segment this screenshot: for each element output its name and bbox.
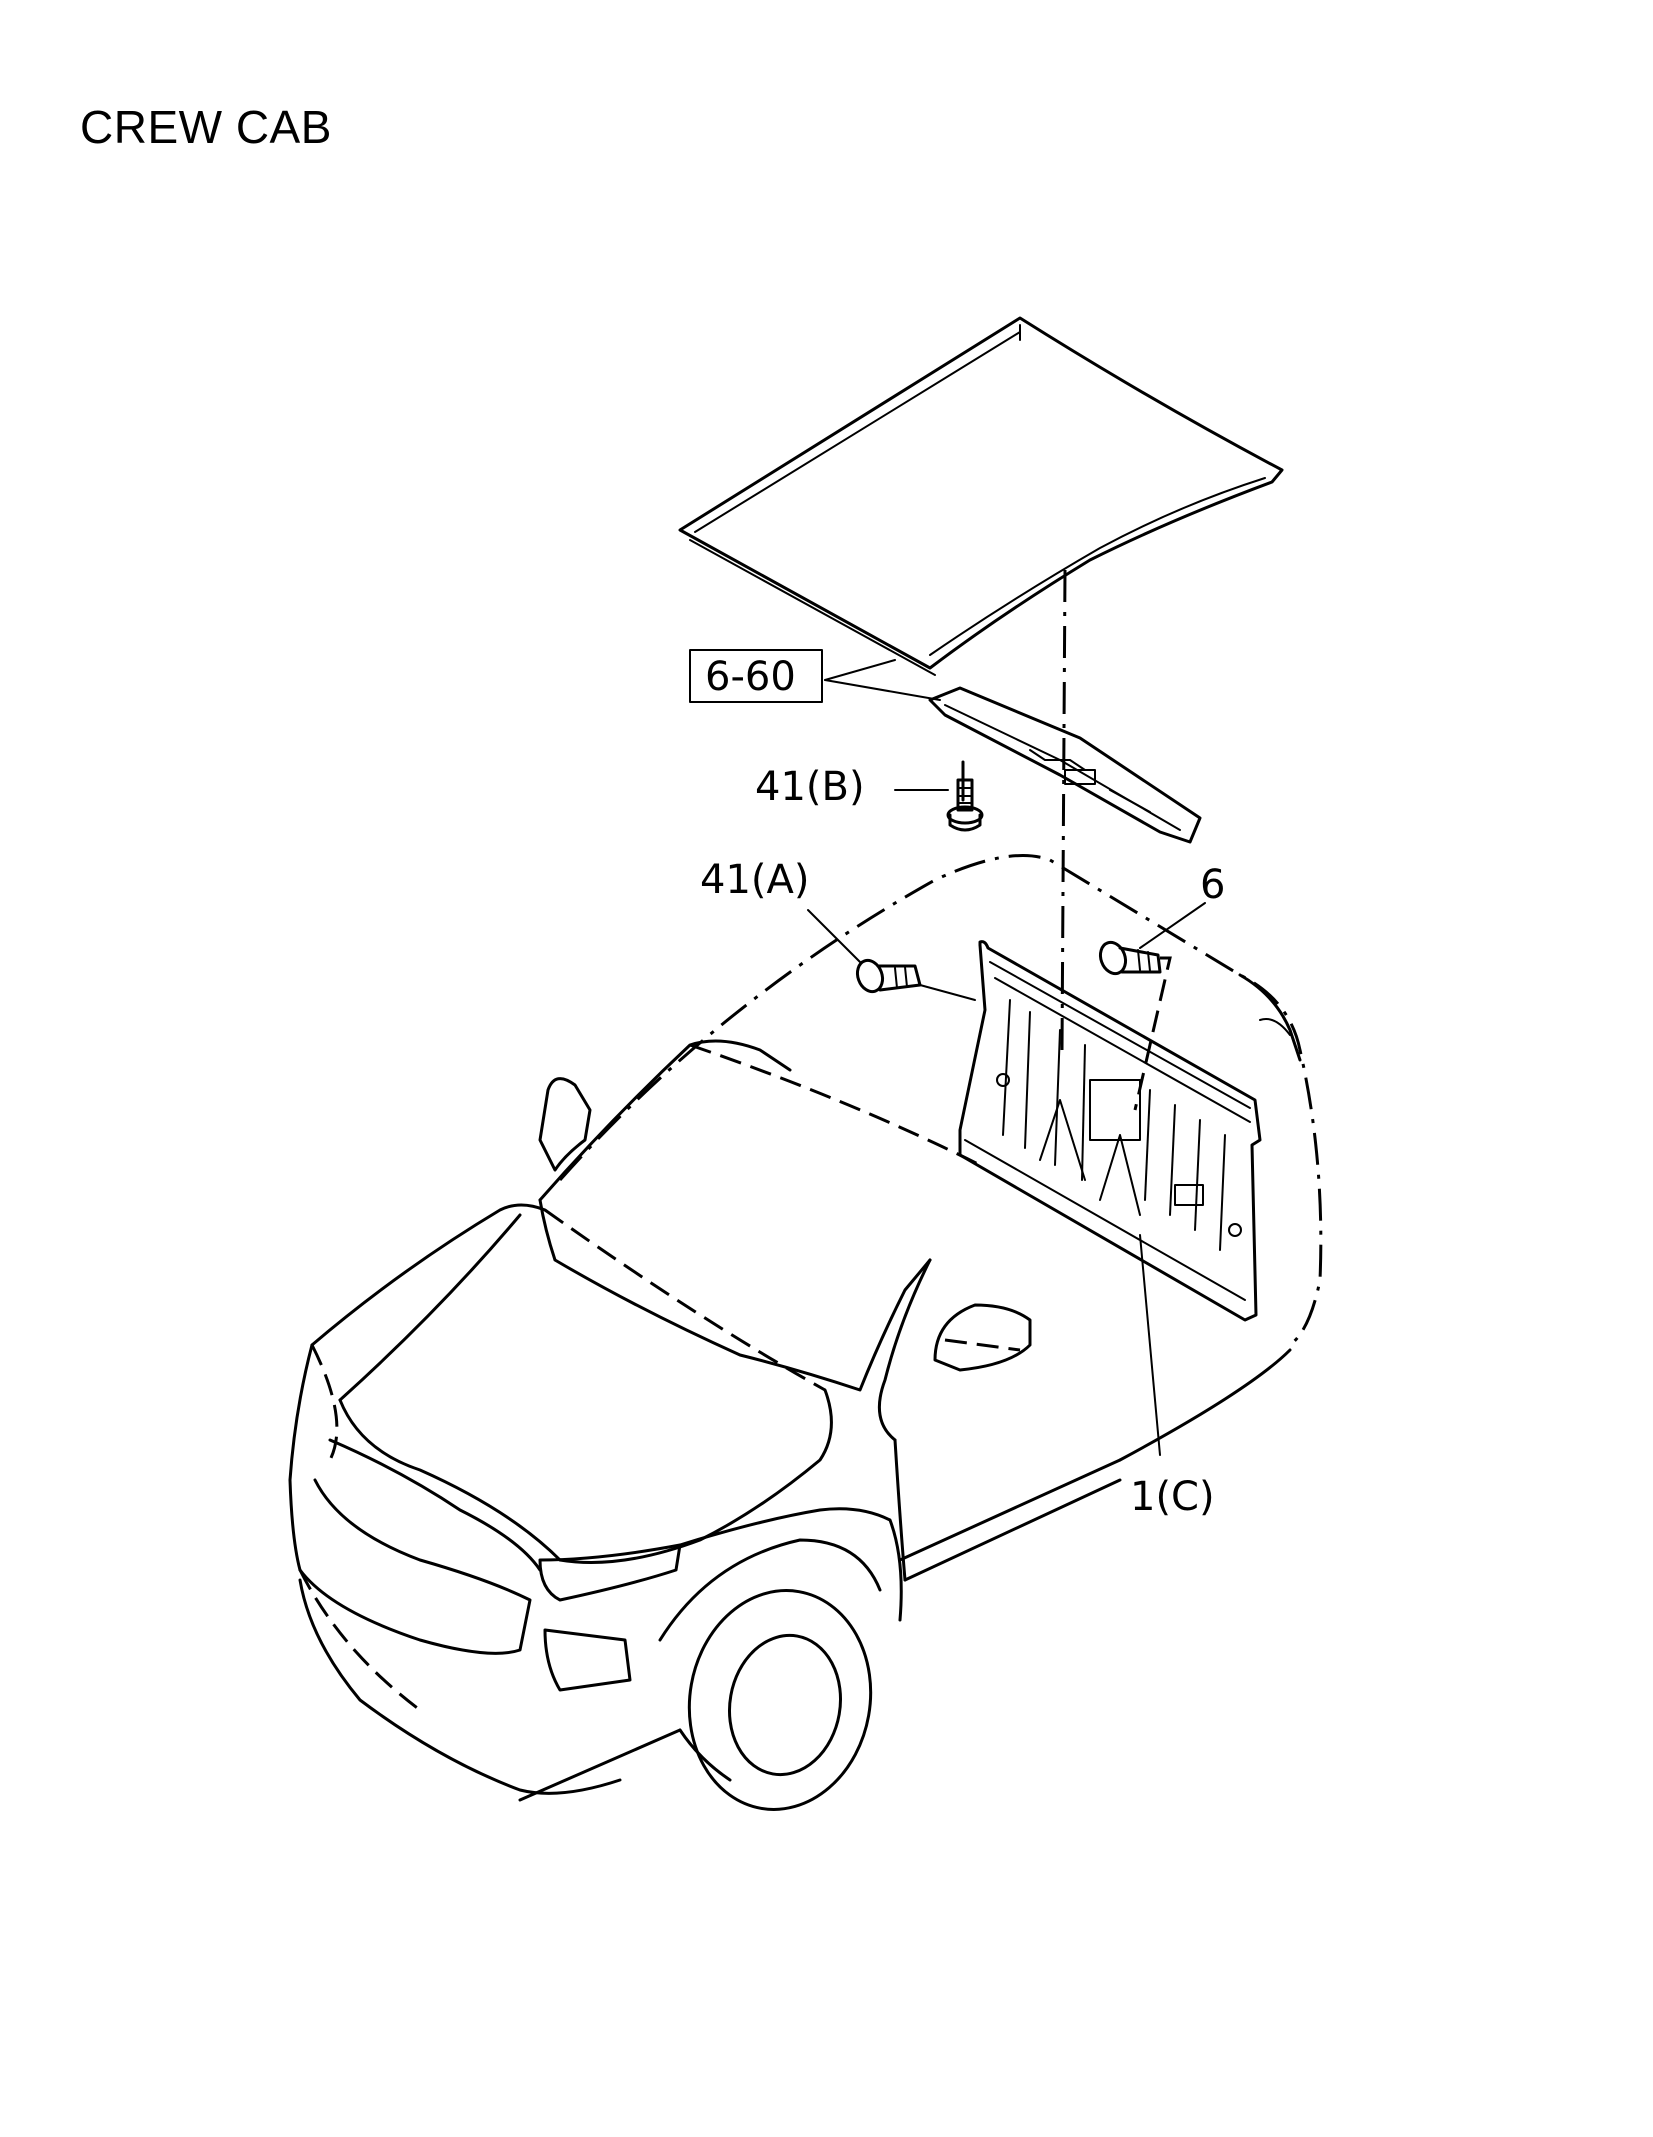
bolt-41a bbox=[855, 958, 922, 994]
callout-6-60: 6-60 bbox=[689, 649, 823, 703]
roof-panel bbox=[678, 316, 1284, 676]
diagram-title: CREW CAB bbox=[80, 101, 332, 153]
roof-header-bracket bbox=[928, 686, 1202, 844]
callout-label-6: 6 bbox=[1200, 862, 1225, 908]
bolt-41b bbox=[946, 760, 984, 832]
callout-label-1c: 1(C) bbox=[1130, 1474, 1215, 1520]
vehicle-outline bbox=[288, 854, 1323, 1811]
callout-label-6-60: 6-60 bbox=[705, 654, 796, 700]
back-panel bbox=[958, 940, 1262, 1322]
screw-6 bbox=[1098, 940, 1162, 976]
callout-label-41b: 41(B) bbox=[755, 764, 865, 810]
callout-label-41a: 41(A) bbox=[700, 857, 809, 903]
leader-lines bbox=[807, 569, 1206, 1456]
